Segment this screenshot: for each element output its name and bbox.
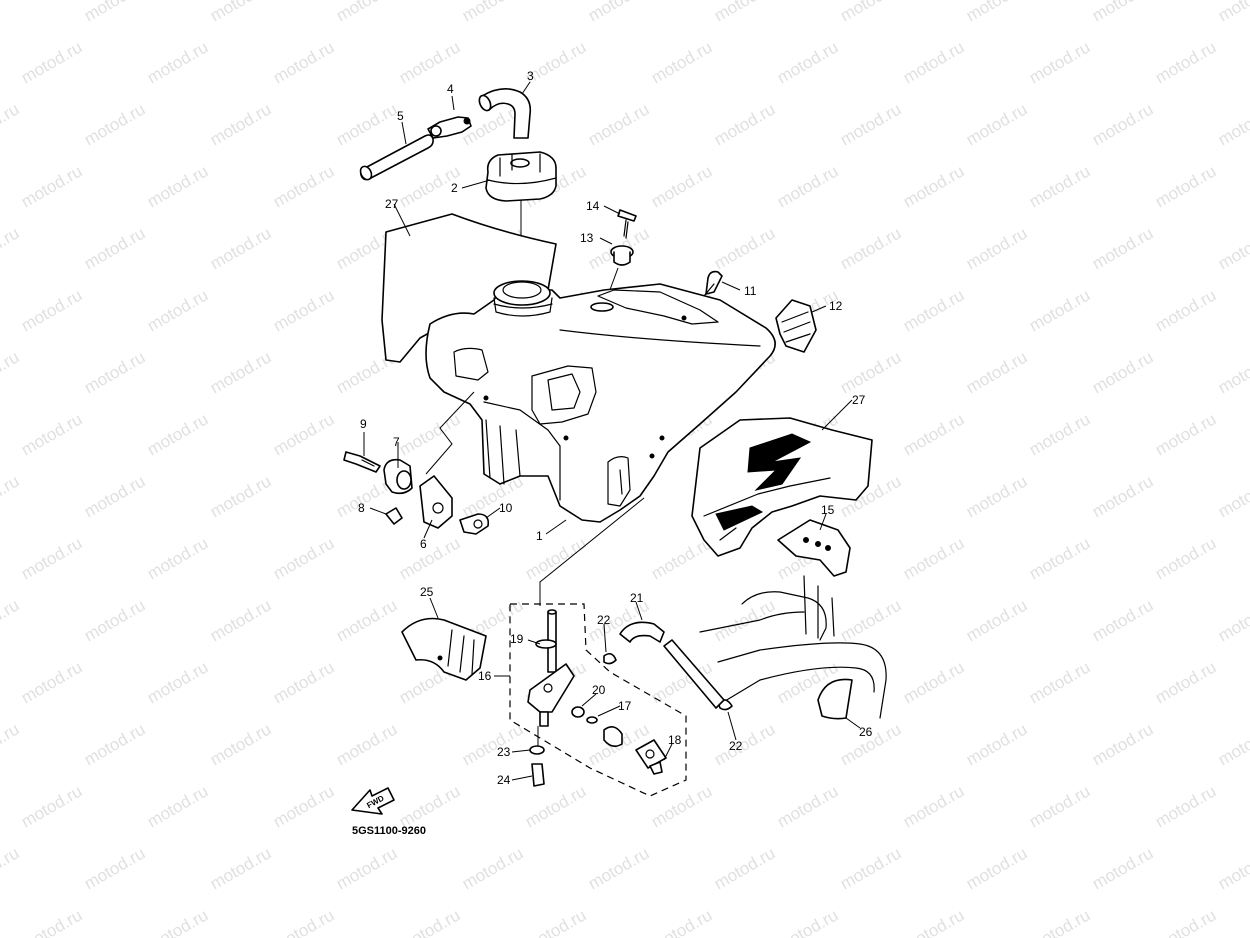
- part-21-fuel-hose: [619, 621, 725, 709]
- callout-10: 10: [499, 501, 513, 515]
- part-14-screw: [617, 209, 637, 239]
- callout-3: 3: [527, 69, 534, 83]
- part-26-clamp: [817, 678, 853, 720]
- part-8-bolt: [385, 507, 403, 525]
- callout-23: 23: [497, 745, 511, 759]
- callout-11: 11: [744, 284, 757, 298]
- callout-26: 26: [859, 725, 873, 739]
- callout-labels: 1 2 3 4 5 6 7 8 9 10 11 12 13 14 15 16 1…: [358, 69, 873, 787]
- callout-2: 2: [451, 181, 458, 195]
- callout-9: 9: [360, 417, 367, 431]
- callout-13: 13: [580, 231, 594, 245]
- callout-14: 14: [586, 199, 600, 213]
- callout-5: 5: [397, 109, 404, 123]
- part-15-bracket: [777, 519, 851, 577]
- callout-1: 1: [536, 529, 543, 543]
- callout-25: 25: [420, 585, 434, 599]
- part-3-elbow-hose: [478, 88, 532, 139]
- callout-20: 20: [592, 683, 606, 697]
- part-4-check-valve: [427, 116, 472, 139]
- callout-16: 16: [478, 669, 492, 683]
- part-25-heat-guard: [401, 617, 487, 681]
- part-5-breather-tube: [359, 134, 434, 181]
- part-11-bolt: [703, 270, 723, 297]
- callout-27-right: 27: [852, 393, 866, 407]
- fwd-arrow: FWD: [351, 787, 395, 815]
- callout-24: 24: [497, 773, 511, 787]
- part-code: 5GS1100-9260: [352, 825, 426, 837]
- part-2-fuel-cap: [485, 151, 557, 202]
- part-27-right-shroud: [691, 417, 873, 557]
- part-27-left-shroud: [381, 213, 557, 363]
- callout-19: 19: [510, 632, 524, 646]
- frame-tubes: [699, 575, 887, 719]
- callout-22-lower: 22: [729, 739, 743, 753]
- part-13-collar: [610, 245, 634, 266]
- callout-17: 17: [618, 699, 632, 713]
- callout-4: 4: [447, 82, 454, 96]
- callout-8: 8: [358, 501, 365, 515]
- leader-lines: [363, 81, 861, 781]
- callout-6: 6: [420, 537, 427, 551]
- callout-27-left: 27: [385, 197, 399, 211]
- callout-21: 21: [630, 591, 644, 605]
- part-12-clip: [775, 299, 817, 353]
- part-1-fuel-tank: [425, 280, 776, 523]
- part-7-damper: [383, 458, 413, 495]
- part-16-fuel-cock-assembly: [509, 603, 687, 797]
- callout-22-upper: 22: [597, 613, 611, 627]
- part-9-bolt: [343, 451, 381, 473]
- callout-12: 12: [829, 299, 843, 313]
- callout-7: 7: [393, 435, 400, 449]
- part-10-collar: [459, 513, 490, 535]
- callout-15: 15: [821, 503, 835, 517]
- part-6-stay: [419, 475, 453, 529]
- callout-18: 18: [668, 733, 682, 747]
